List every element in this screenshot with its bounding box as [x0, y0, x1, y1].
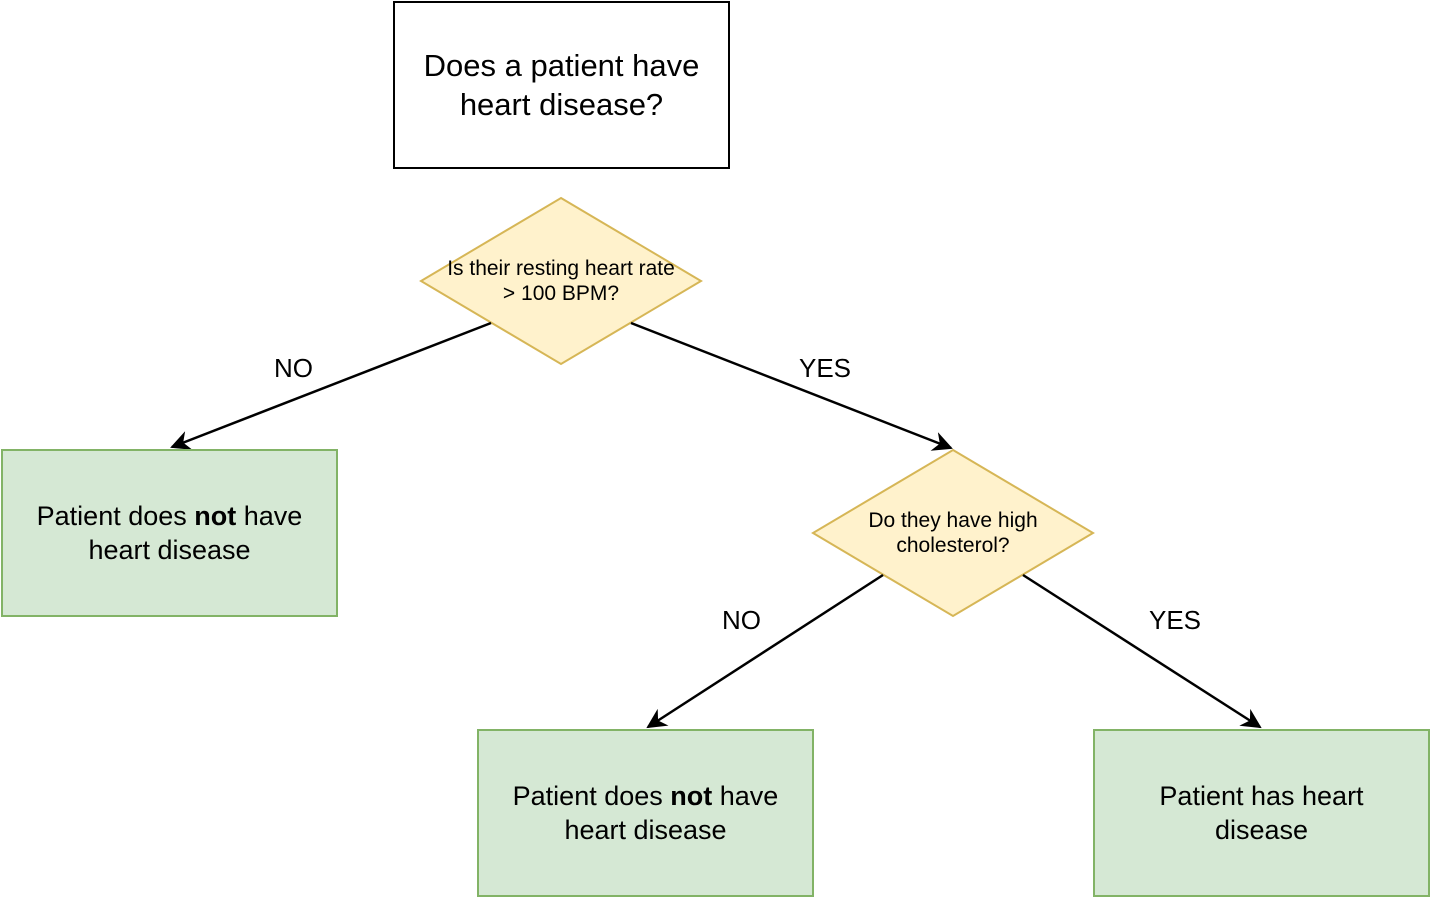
- outcome-text: Patient does not have heart disease: [13, 499, 326, 567]
- outcome-no-heart-disease-2: Patient does not have heart disease: [477, 729, 814, 897]
- outcome-emphasis: not: [670, 781, 713, 811]
- edge-chol-yes: [1022, 573, 1262, 729]
- outcome-text: Patient has heart disease: [1132, 779, 1392, 847]
- outcome-has-heart-disease: Patient has heart disease: [1093, 729, 1430, 897]
- outcome-prefix: Patient does: [36, 501, 195, 531]
- decision-diamond-cholesterol: [811, 448, 1095, 618]
- edge-hr-no: [170, 321, 492, 450]
- edge-hr-yes: [630, 321, 953, 451]
- edge-label-hr-yes: YES: [799, 353, 852, 383]
- edge-label-hr-no: NO: [274, 353, 313, 383]
- root-question-box: Does a patient have heart disease?: [393, 1, 730, 169]
- outcome-suffix: have heart disease: [88, 501, 303, 565]
- decision-heart-rate-label: Is their resting heart rate > 100 BPM?: [421, 198, 701, 364]
- decision-diamond-heart-rate: [419, 196, 703, 366]
- outcome-prefix: Patient has heart disease: [1159, 781, 1364, 845]
- edge-chol-no: [646, 573, 884, 729]
- decision-heart-rate-text: Is their resting heart rate > 100 BPM?: [447, 257, 675, 305]
- root-question-text: Does a patient have heart disease?: [423, 48, 700, 122]
- decision-cholesterol-text: Do they have high cholesterol?: [868, 509, 1038, 557]
- outcome-text: Patient does not have heart disease: [489, 779, 802, 847]
- edge-label-chol-no: NO: [722, 605, 761, 635]
- edge-label-chol-yes: YES: [1149, 605, 1202, 635]
- decision-cholesterol-label: Do they have high cholesterol?: [813, 450, 1093, 616]
- outcome-suffix: have heart disease: [564, 781, 779, 845]
- outcome-emphasis: not: [194, 501, 237, 531]
- outcome-no-heart-disease-1: Patient does not have heart disease: [1, 449, 338, 617]
- outcome-prefix: Patient does: [512, 781, 671, 811]
